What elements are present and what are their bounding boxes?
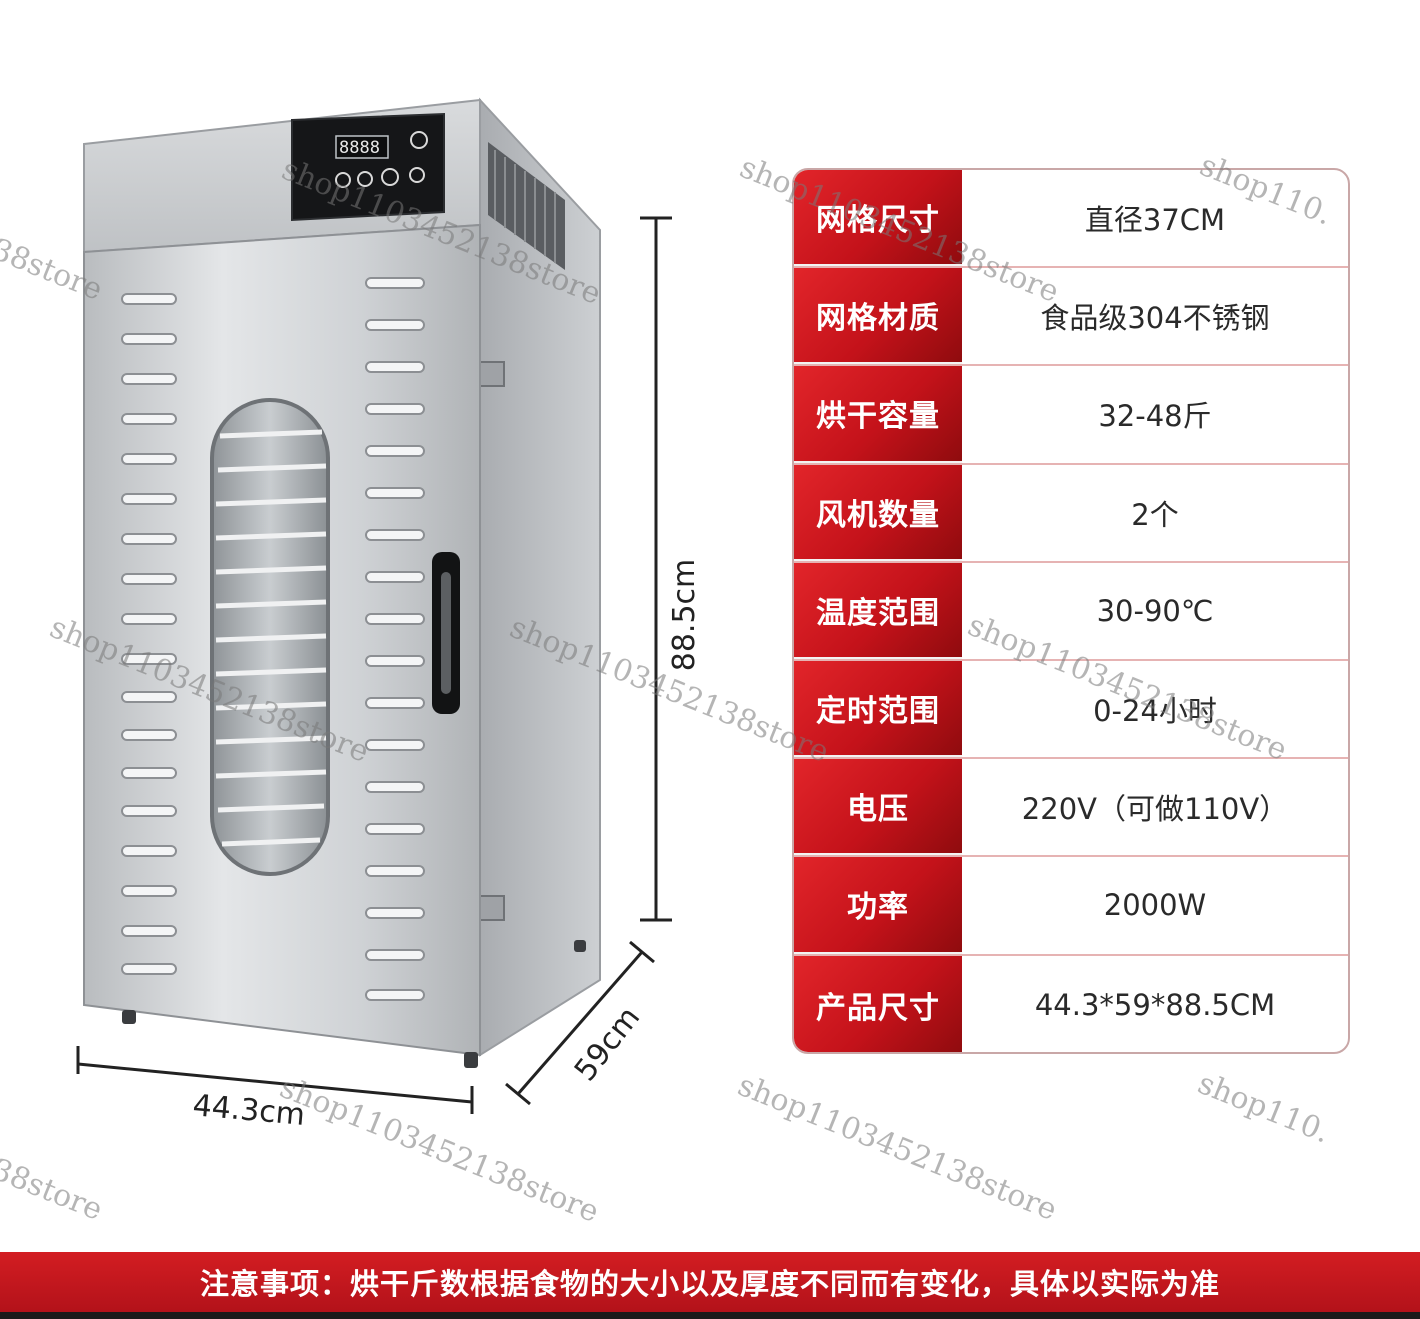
spec-table: 网格尺寸 直径37CM 网格材质 食品级304不锈钢烘干容量 32-48斤风机数量 2个温… [792, 168, 1350, 1054]
spec-label: 产品尺寸 [794, 955, 962, 1052]
bottom-divider [0, 1312, 1420, 1319]
watermark: shop1103452138store [732, 1068, 1062, 1228]
watermark: shop110. [1192, 1066, 1335, 1151]
product-illustration: 8888 [60, 80, 750, 1140]
spec-value: 直径37CM [1084, 203, 1226, 238]
spec-label: 网格尺寸 [794, 170, 962, 267]
right-vent-slots [365, 277, 425, 1001]
spec-value: 220V（可做110V） [1021, 792, 1289, 827]
spec-label: 风机数量 [794, 464, 962, 561]
cabinet-door [83, 223, 481, 1057]
spec-row: 定时范围 0-24小时 [794, 660, 1348, 760]
spec-row: 功率 2000W [794, 857, 1348, 956]
watermark: 38store [0, 1152, 108, 1228]
viewing-window [210, 398, 330, 876]
height-dimension [640, 216, 672, 922]
spec-label: 电压 [794, 759, 962, 856]
spec-label: 定时范围 [794, 660, 962, 758]
spec-row: 电压 220V（可做110V） [794, 759, 1348, 858]
side-vent [488, 142, 565, 270]
height-label: 88.5cm [667, 559, 702, 672]
spec-value: 44.3*59*88.5CM [1034, 987, 1276, 1022]
spec-row: 产品尺寸 44.3*59*88.5CM [794, 955, 1348, 1052]
spec-value: 0-24小时 [1093, 694, 1217, 729]
cabinet-side [477, 97, 601, 1057]
width-label: 44.3cm [191, 1088, 306, 1133]
spec-value: 食品级304不锈钢 [1040, 301, 1270, 336]
caster-wheels [122, 940, 586, 1068]
door-handle-icon [432, 552, 460, 714]
spec-row: 网格材质 食品级304不锈钢 [794, 268, 1348, 367]
spec-label: 烘干容量 [794, 366, 962, 463]
notice-bar: 注意事项：烘干斤数根据食物的大小以及厚度不同而有变化，具体以实际为准 [0, 1252, 1420, 1312]
left-vent-slots [121, 293, 177, 975]
notice-text: 注意事项：烘干斤数根据食物的大小以及厚度不同而有变化，具体以实际为准 [199, 1267, 1220, 1301]
spec-row: 烘干容量 32-48斤 [794, 366, 1348, 465]
width-dimension [76, 1046, 474, 1114]
control-housing: 8888 [83, 98, 481, 254]
spec-label: 功率 [794, 857, 962, 954]
spec-value: 2000W [1103, 888, 1207, 923]
spec-value: 2个 [1131, 497, 1179, 532]
display-digits: 8888 [339, 138, 380, 158]
spec-label: 温度范围 [794, 562, 962, 659]
spec-value: 30-90℃ [1096, 593, 1214, 628]
spec-label: 网格材质 [794, 268, 962, 365]
spec-value: 32-48斤 [1098, 399, 1212, 434]
spec-row: 风机数量 2个 [794, 464, 1348, 563]
spec-row: 网格尺寸 直径37CM [794, 170, 1348, 269]
depth-label: 59cm [568, 1000, 647, 1088]
spec-row: 温度范围 30-90℃ [794, 562, 1348, 661]
depth-dimension [505, 940, 655, 1106]
